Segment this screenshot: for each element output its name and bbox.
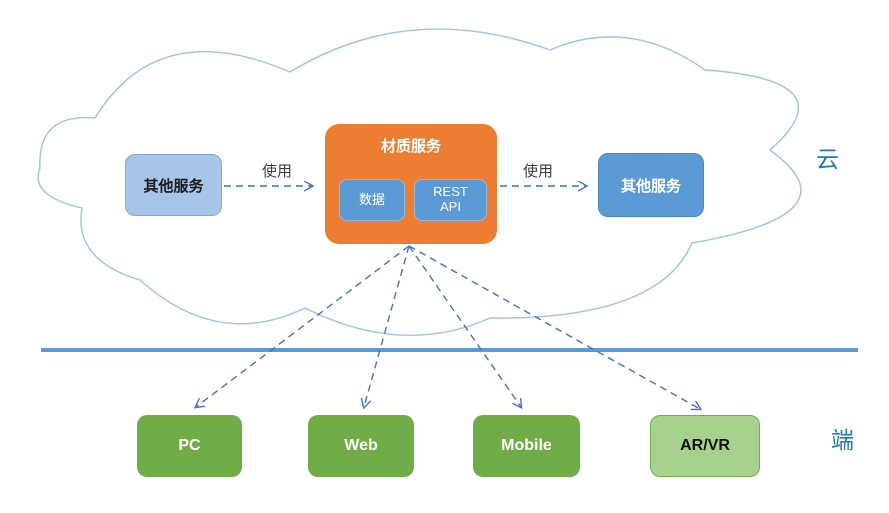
node-material-rest-api: REST API (414, 179, 487, 221)
arrow-material-to-mobile (408, 245, 521, 407)
use-label-left: 使用 (261, 163, 292, 180)
node-material-data: 数据 (339, 179, 405, 221)
cloud-outline-shape (37, 28, 802, 336)
arrow-material-to-arvr (408, 245, 700, 409)
node-client-web: Web (308, 415, 414, 477)
region-label-edge: 端 (831, 427, 854, 453)
arrow-material-to-web (364, 245, 410, 407)
use-label-right: 使用 (522, 163, 553, 180)
node-client-mobile: Mobile (473, 415, 580, 477)
node-client-arvr: AR/VR (650, 415, 760, 477)
arrow-material-to-pc (196, 245, 410, 407)
node-material-service: 材质服务 数据 REST API (325, 124, 497, 244)
region-label-cloud: 云 (816, 146, 839, 172)
material-service-title: 材质服务 (380, 138, 441, 155)
node-client-pc: PC (137, 415, 242, 477)
node-other-service-right: 其他服务 (598, 153, 704, 217)
node-other-service-left: 其他服务 (125, 154, 222, 216)
